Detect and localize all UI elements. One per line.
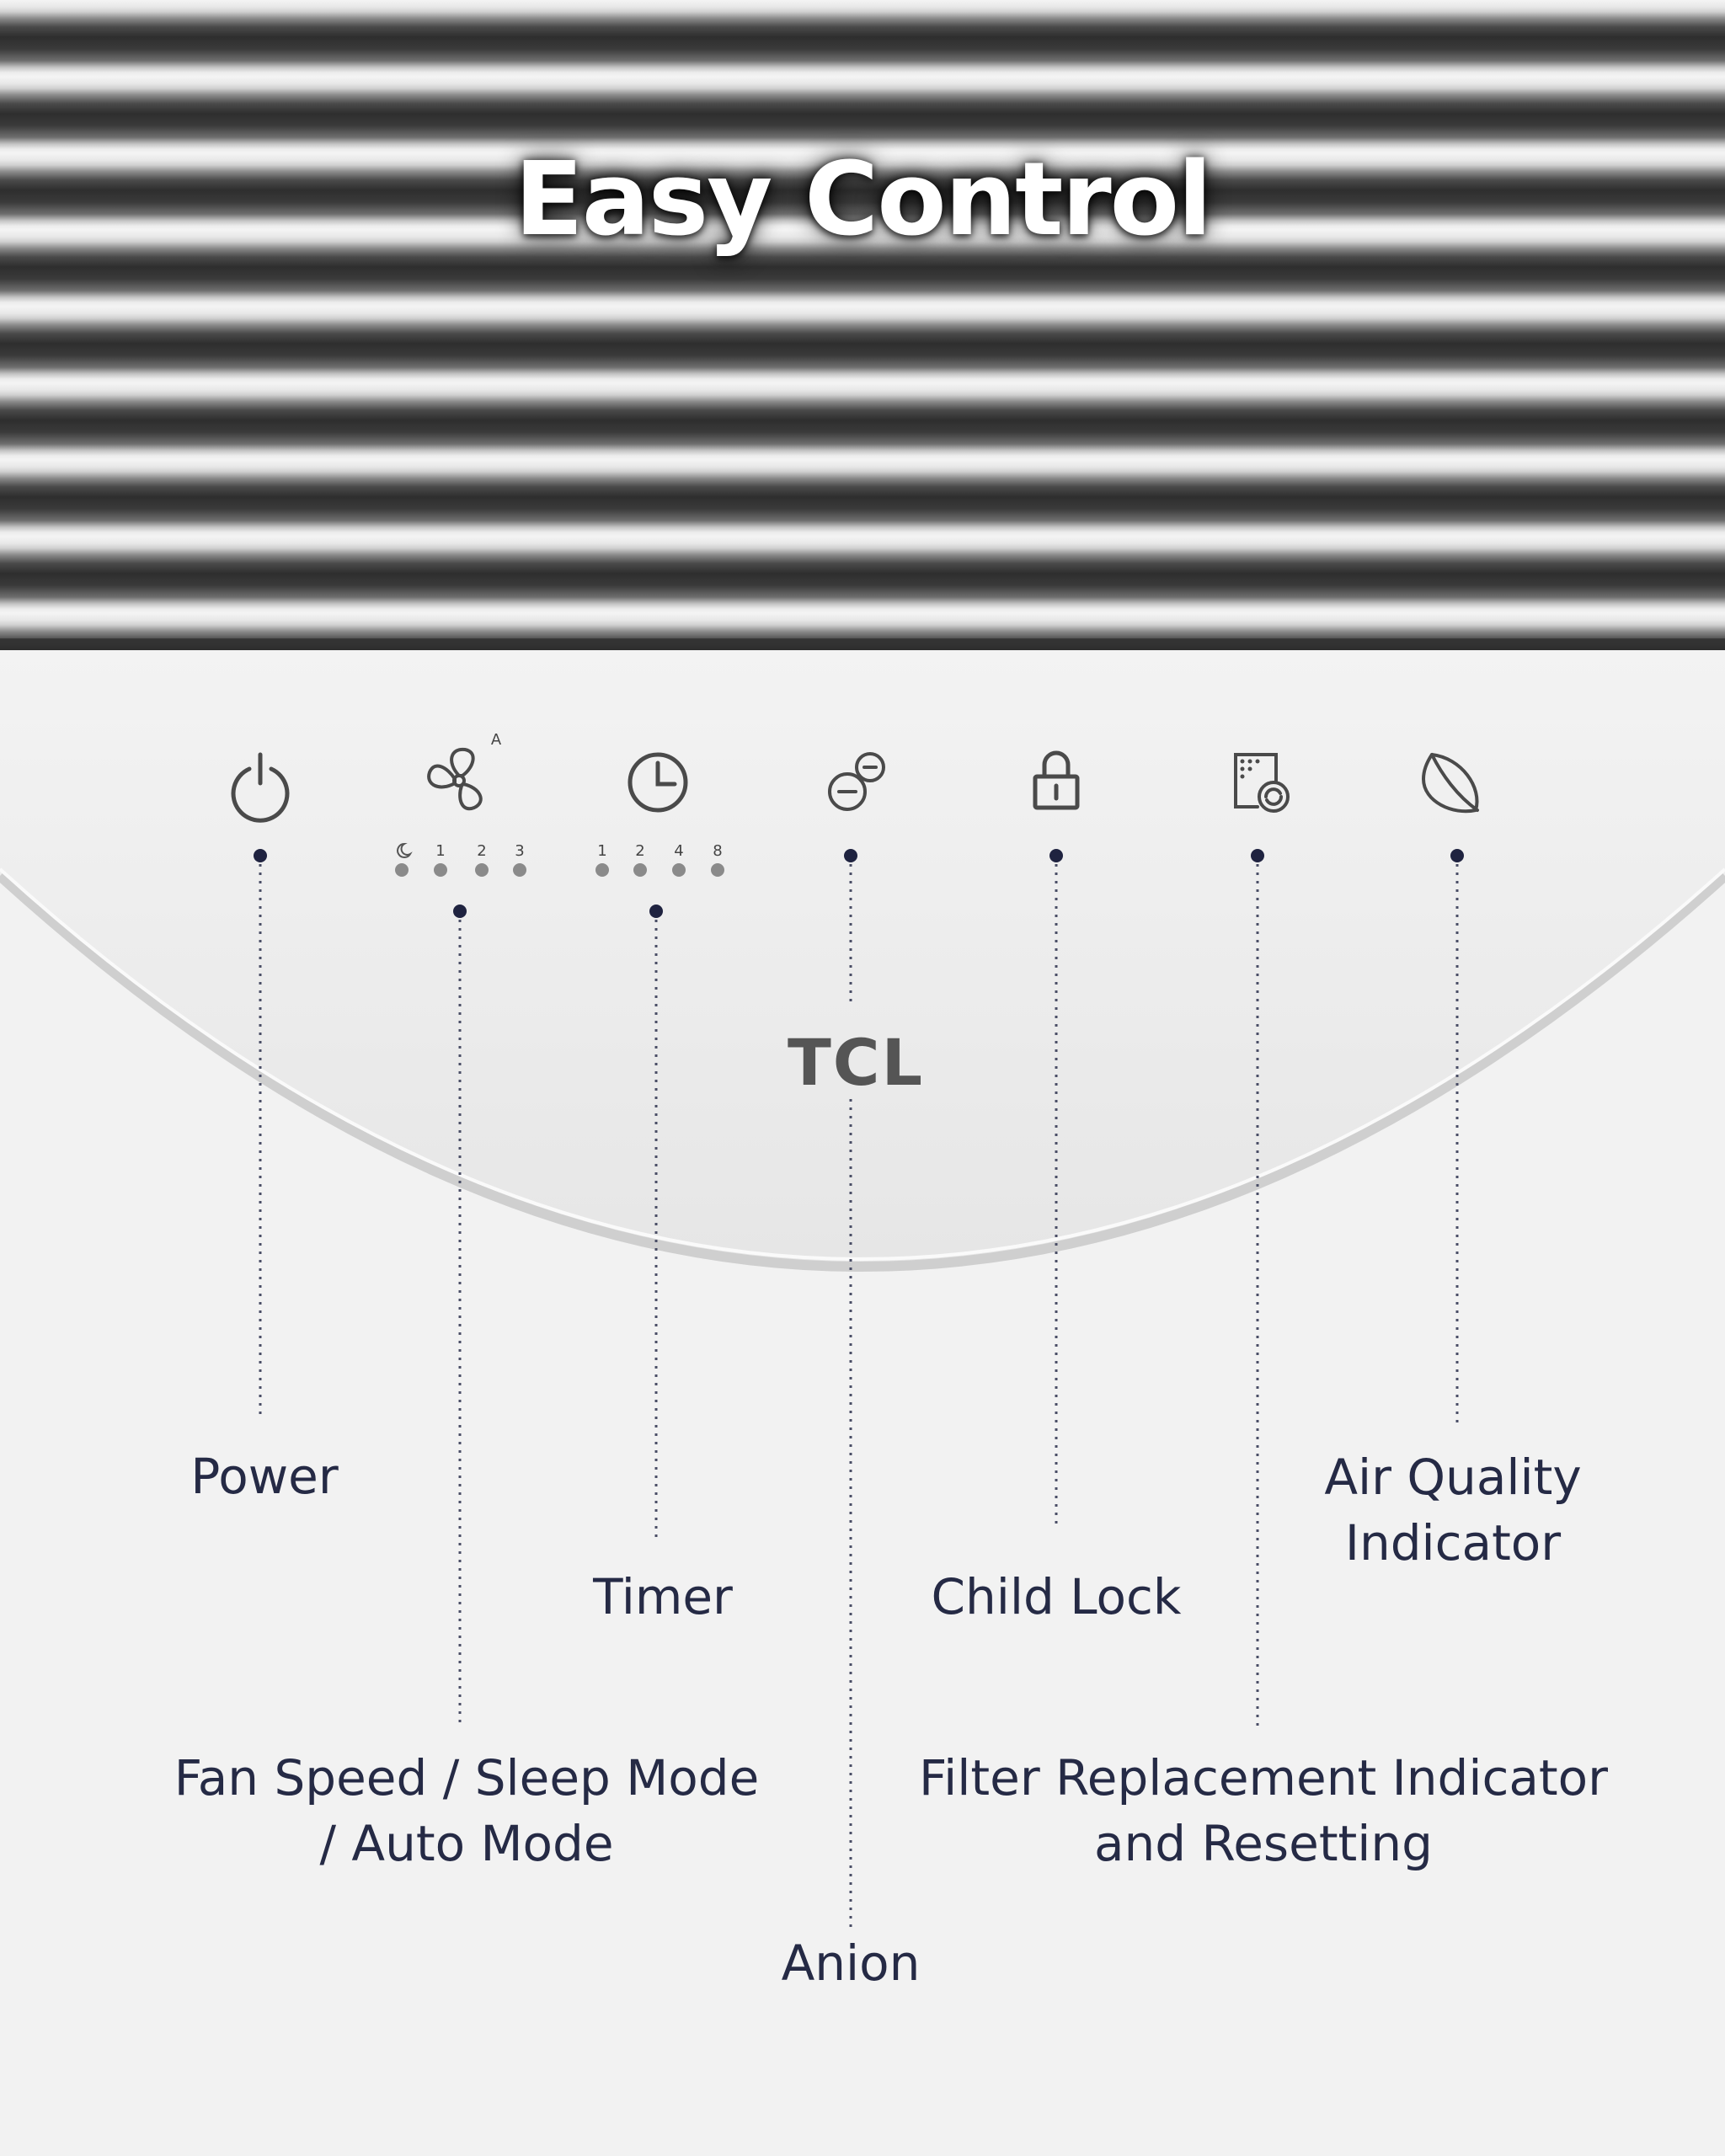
fan-speed-mark: 1 xyxy=(435,842,445,860)
timer-mark: 8 xyxy=(713,842,722,860)
brand-logo: TCL xyxy=(788,1025,924,1100)
fan-speed-indicators: 1 2 3 xyxy=(395,842,526,877)
fan-speed-label: Fan Speed / Sleep Mode / Auto Mode xyxy=(121,1745,812,1876)
fan-speed-label-line2: / Auto Mode xyxy=(319,1815,614,1872)
fan-speed-label-line1: Fan Speed / Sleep Mode xyxy=(174,1749,760,1806)
child-lock-label: Child Lock xyxy=(931,1568,1182,1625)
indicator-led xyxy=(395,863,409,877)
indicator-led xyxy=(672,863,686,877)
filter-label-line2: and Resetting xyxy=(1093,1815,1433,1872)
filter-label-line1: Filter Replacement Indicator xyxy=(919,1749,1608,1806)
indicator-led xyxy=(513,863,526,877)
indicator-led xyxy=(711,863,724,877)
timer-mark: 2 xyxy=(635,842,644,860)
indicator-led xyxy=(475,863,489,877)
power-icon[interactable] xyxy=(231,752,290,823)
timer-label: Timer xyxy=(593,1568,733,1625)
fan-icon[interactable] xyxy=(427,747,483,811)
fan-speed-mark: 2 xyxy=(477,842,486,860)
fan-auto-mark: A xyxy=(491,731,502,749)
timer-mark: 1 xyxy=(597,842,606,860)
panel-rim-highlight xyxy=(0,867,1725,1261)
indicator-led xyxy=(595,863,609,877)
fan-speed-mark: 3 xyxy=(515,842,524,860)
sleep-moon-icon xyxy=(397,842,413,858)
air-quality-dot xyxy=(1450,849,1464,862)
child-lock-dot xyxy=(1049,849,1063,862)
air-grille xyxy=(0,0,1725,650)
panel-rim xyxy=(0,872,1725,1272)
indicator-led xyxy=(633,863,647,877)
filter-replacement-icon[interactable] xyxy=(1234,753,1290,813)
anion-icon[interactable] xyxy=(828,752,885,811)
air-quality-label: Air Quality Indicator xyxy=(1301,1444,1605,1576)
air-quality-label-line1: Air Quality xyxy=(1324,1449,1582,1506)
power-label: Power xyxy=(190,1448,339,1505)
filter-label: Filter Replacement Indicator and Resetti… xyxy=(876,1745,1651,1876)
child-lock-icon[interactable] xyxy=(1033,750,1080,810)
timer-indicators: 1 2 4 8 xyxy=(595,842,724,877)
anion-dot xyxy=(844,849,857,862)
anion-label: Anion xyxy=(781,1935,921,1992)
air-quality-label-line2: Indicator xyxy=(1344,1514,1562,1572)
timer-mark: 4 xyxy=(674,842,683,860)
page-title: Easy Control xyxy=(514,141,1212,259)
timer-dot xyxy=(649,905,663,918)
power-dot xyxy=(254,849,267,862)
indicator-led xyxy=(434,863,447,877)
fan-dot xyxy=(453,905,467,918)
filter-dot xyxy=(1251,849,1264,862)
air-quality-leaf-icon[interactable] xyxy=(1422,753,1479,814)
timer-icon[interactable] xyxy=(628,752,688,813)
control-panel xyxy=(0,650,1725,1267)
